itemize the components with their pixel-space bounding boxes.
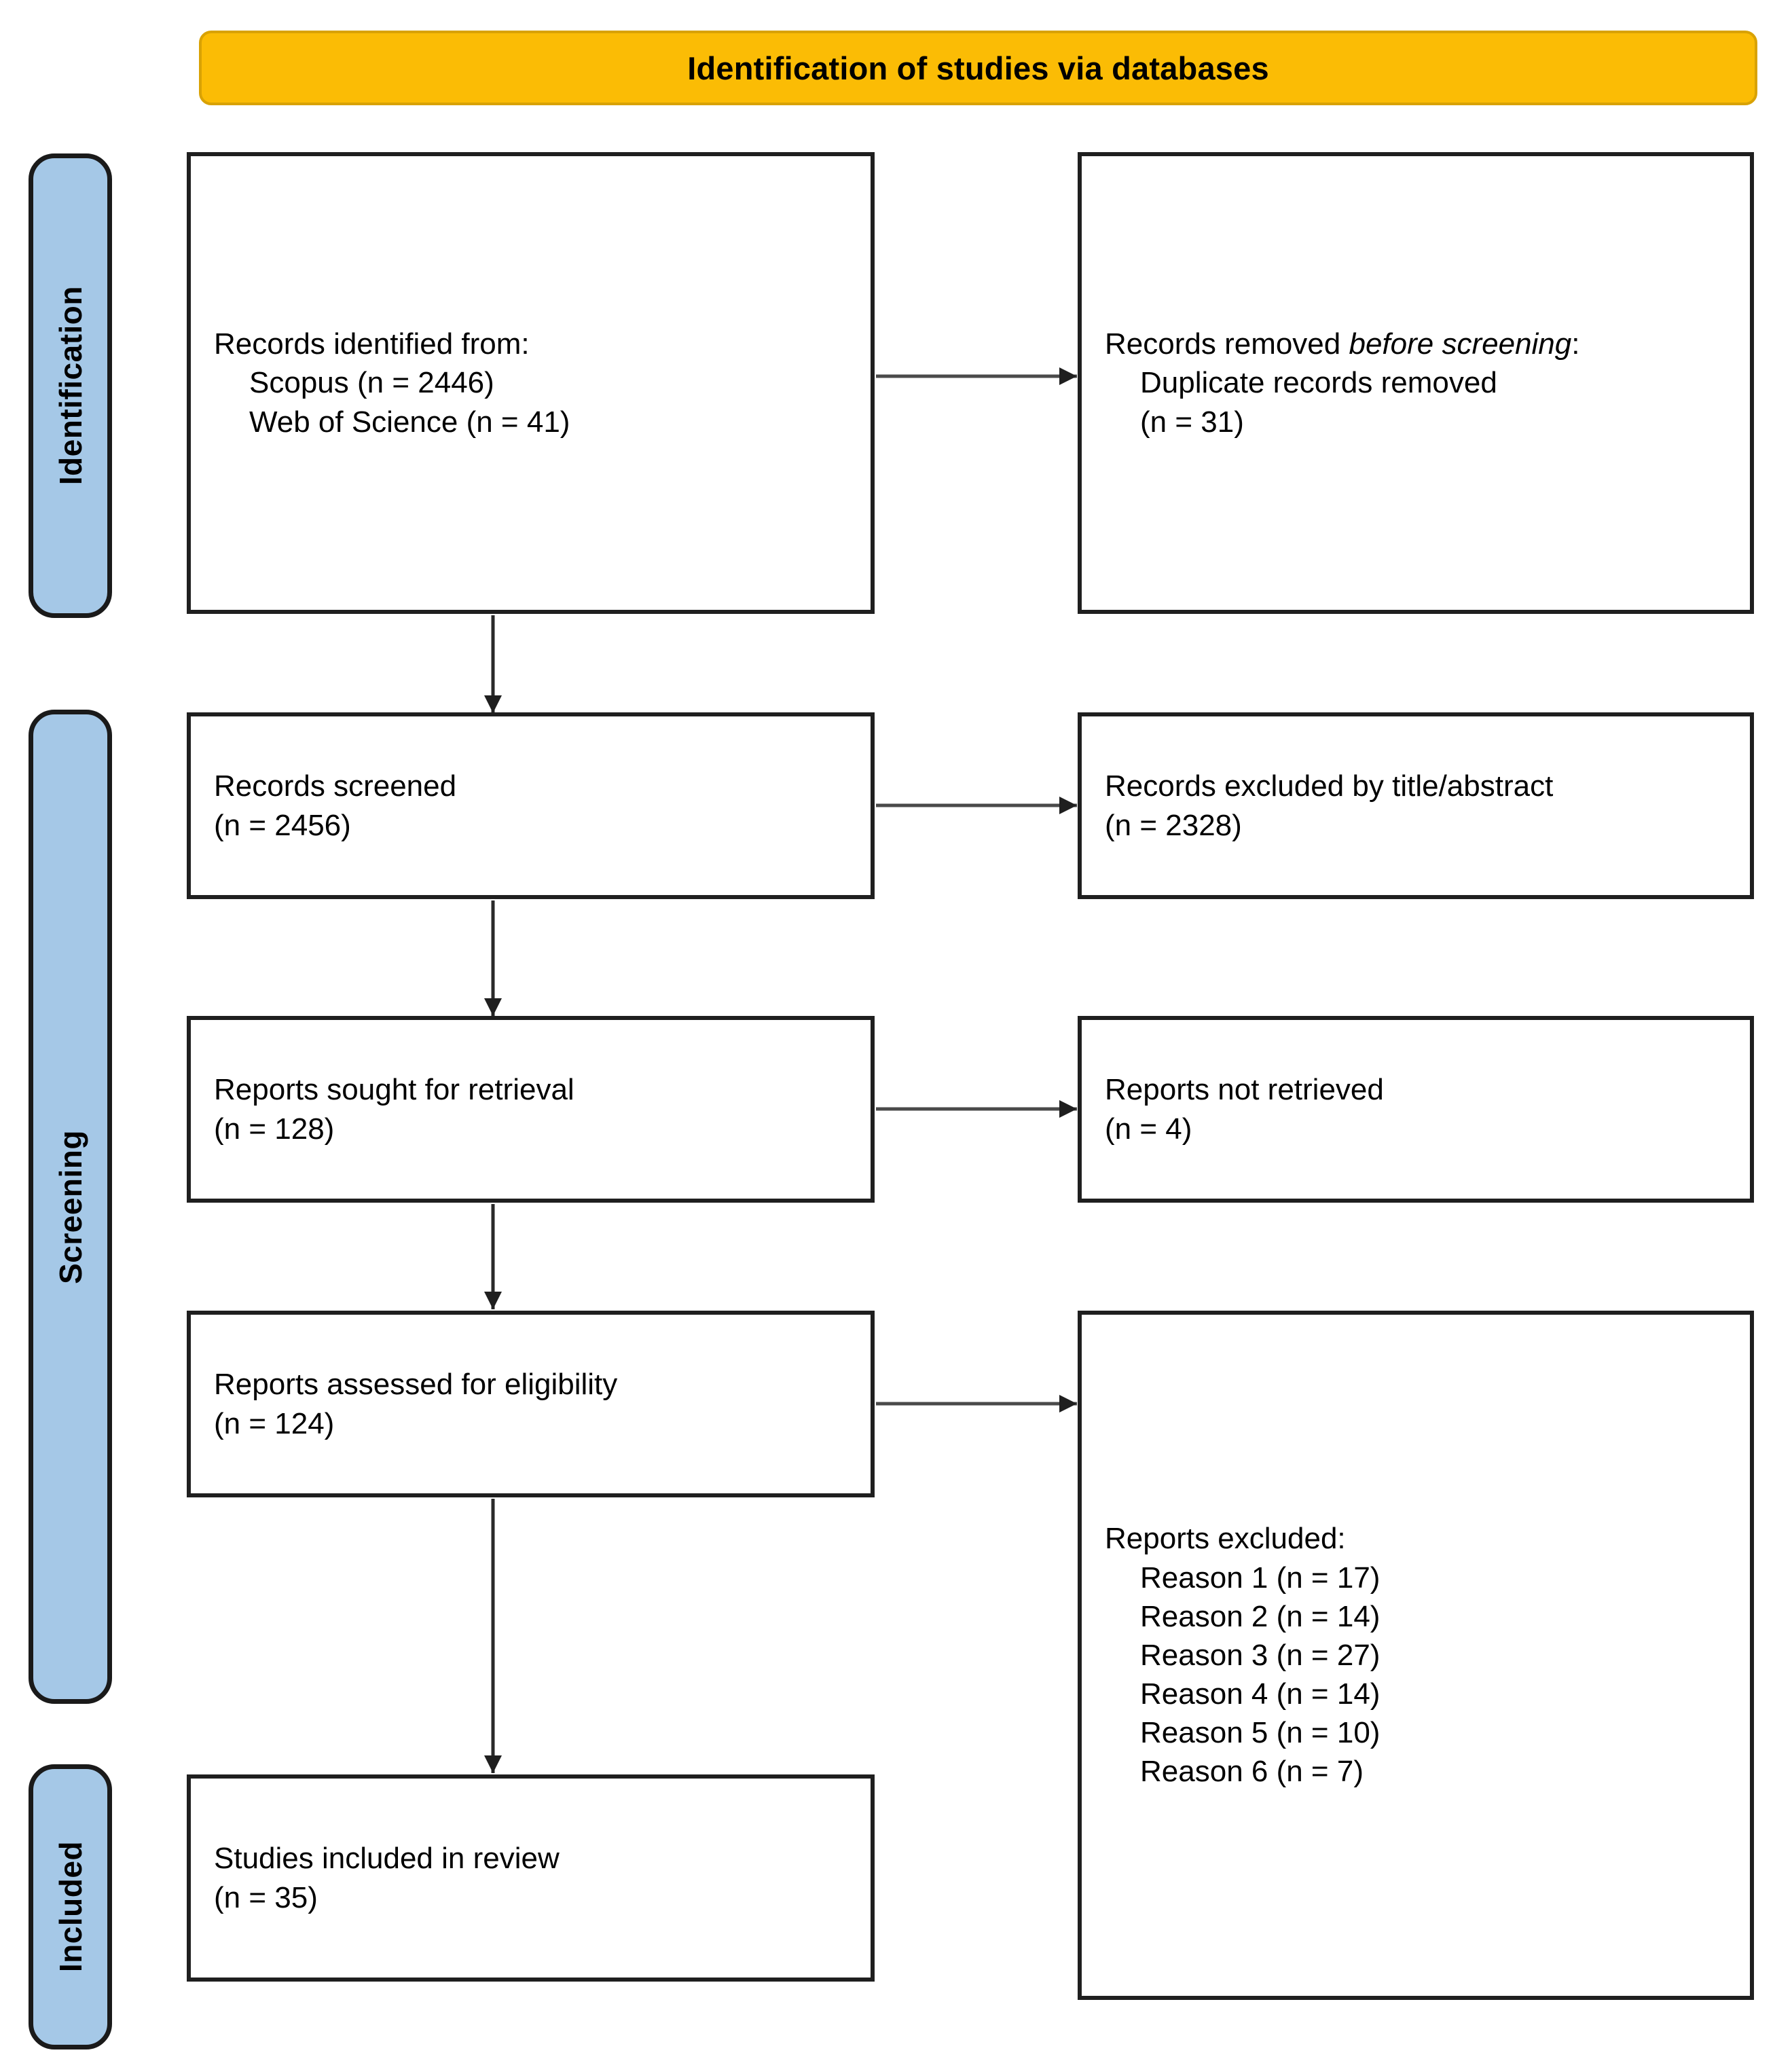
reports-excluded-reason-3: Reason 3 (n = 27) [1140,1638,1380,1672]
box-studies-included: Studies included in review (n = 35) [187,1774,875,1982]
box-reports-not-retrieved: Reports not retrieved (n = 4) [1078,1016,1754,1203]
records-removed-title-prefix: Records removed [1105,327,1349,361]
reports-assessed-line1: Reports assessed for eligibility [214,1368,618,1402]
reports-sought-line2: (n = 128) [214,1112,335,1146]
records-removed-item-duplicates: Duplicate records removed [1140,366,1497,400]
box-records-excluded: Records excluded by title/abstract (n = … [1078,712,1754,899]
arrow-head [484,998,502,1016]
arrow-shaft [491,1499,495,1773]
box-reports-assessed: Reports assessed for eligibility (n = 12… [187,1311,875,1497]
records-identified-item-wos: Web of Science (n = 41) [249,405,570,439]
records-excluded-line2: (n = 2328) [1105,808,1242,842]
box-records-identified: Records identified from: Scopus (n = 244… [187,152,875,614]
arrow-screened-to-sought [479,900,507,1016]
records-excluded-line1: Records excluded by title/abstract [1105,769,1554,803]
records-identified-item-scopus: Scopus (n = 2446) [249,366,494,400]
stage-label-identification-text: Identification [52,286,88,486]
box-reports-excluded: Reports excluded: Reason 1 (n = 17) Reas… [1078,1311,1754,2000]
reports-excluded-reason-1: Reason 1 (n = 17) [1140,1561,1380,1595]
arrow-assessed-to-reports-excluded [876,1390,1077,1417]
arrow-identified-to-screened [479,615,507,713]
reports-excluded-reason-6: Reason 6 (n = 7) [1140,1755,1364,1789]
arrow-head [484,695,502,713]
arrow-head [1059,1100,1077,1118]
arrow-sought-to-not-retrieved [876,1095,1077,1123]
records-removed-title: Records removed before screening: [1105,325,1727,363]
diagram-title-banner: Identification of studies via databases [199,31,1757,105]
studies-included-line1: Studies included in review [214,1842,560,1876]
arrow-shaft [876,1107,1077,1111]
records-removed-title-suffix: : [1571,327,1580,361]
box-records-screened: Records screened (n = 2456) [187,712,875,899]
arrow-head [484,1755,502,1773]
arrow-shaft [491,900,495,1016]
arrow-screened-to-excluded [876,792,1077,819]
arrow-shaft [491,1204,495,1309]
arrow-head [1059,367,1077,385]
records-removed-title-italic: before screening [1349,327,1572,361]
reports-excluded-reason-5: Reason 5 (n = 10) [1140,1716,1380,1750]
arrow-assessed-to-included [479,1499,507,1773]
arrow-identified-to-removed [876,363,1077,390]
stage-label-included: Included [29,1764,112,2049]
records-screened-line1: Records screened [214,769,457,803]
reports-excluded-reason-4: Reason 4 (n = 14) [1140,1677,1380,1711]
reports-excluded-title: Reports excluded: [1105,1522,1346,1556]
reports-not-retrieved-line1: Reports not retrieved [1105,1073,1384,1107]
arrow-head [484,1292,502,1309]
records-identified-title: Records identified from: [214,327,530,361]
diagram-title: Identification of studies via databases [687,50,1269,86]
stage-label-screening: Screening [29,710,112,1704]
stage-label-identification: Identification [29,153,112,618]
stage-label-included-text: Included [52,1841,88,1973]
box-records-removed: Records removed before screening: Duplic… [1078,152,1754,614]
stage-label-screening-text: Screening [52,1129,88,1284]
arrow-head [1059,797,1077,814]
reports-assessed-line2: (n = 124) [214,1406,335,1440]
reports-excluded-reason-2: Reason 2 (n = 14) [1140,1599,1380,1633]
arrow-shaft [876,374,1077,378]
box-reports-sought: Reports sought for retrieval (n = 128) [187,1016,875,1203]
arrow-shaft [876,1402,1077,1406]
records-screened-line2: (n = 2456) [214,808,351,842]
arrow-shaft [491,615,495,713]
arrow-head [1059,1395,1077,1413]
reports-sought-line1: Reports sought for retrieval [214,1073,574,1107]
arrow-sought-to-assessed [479,1204,507,1309]
records-removed-item-count: (n = 31) [1140,405,1244,439]
studies-included-line2: (n = 35) [214,1880,318,1914]
reports-not-retrieved-line2: (n = 4) [1105,1112,1192,1146]
arrow-shaft [876,803,1077,807]
